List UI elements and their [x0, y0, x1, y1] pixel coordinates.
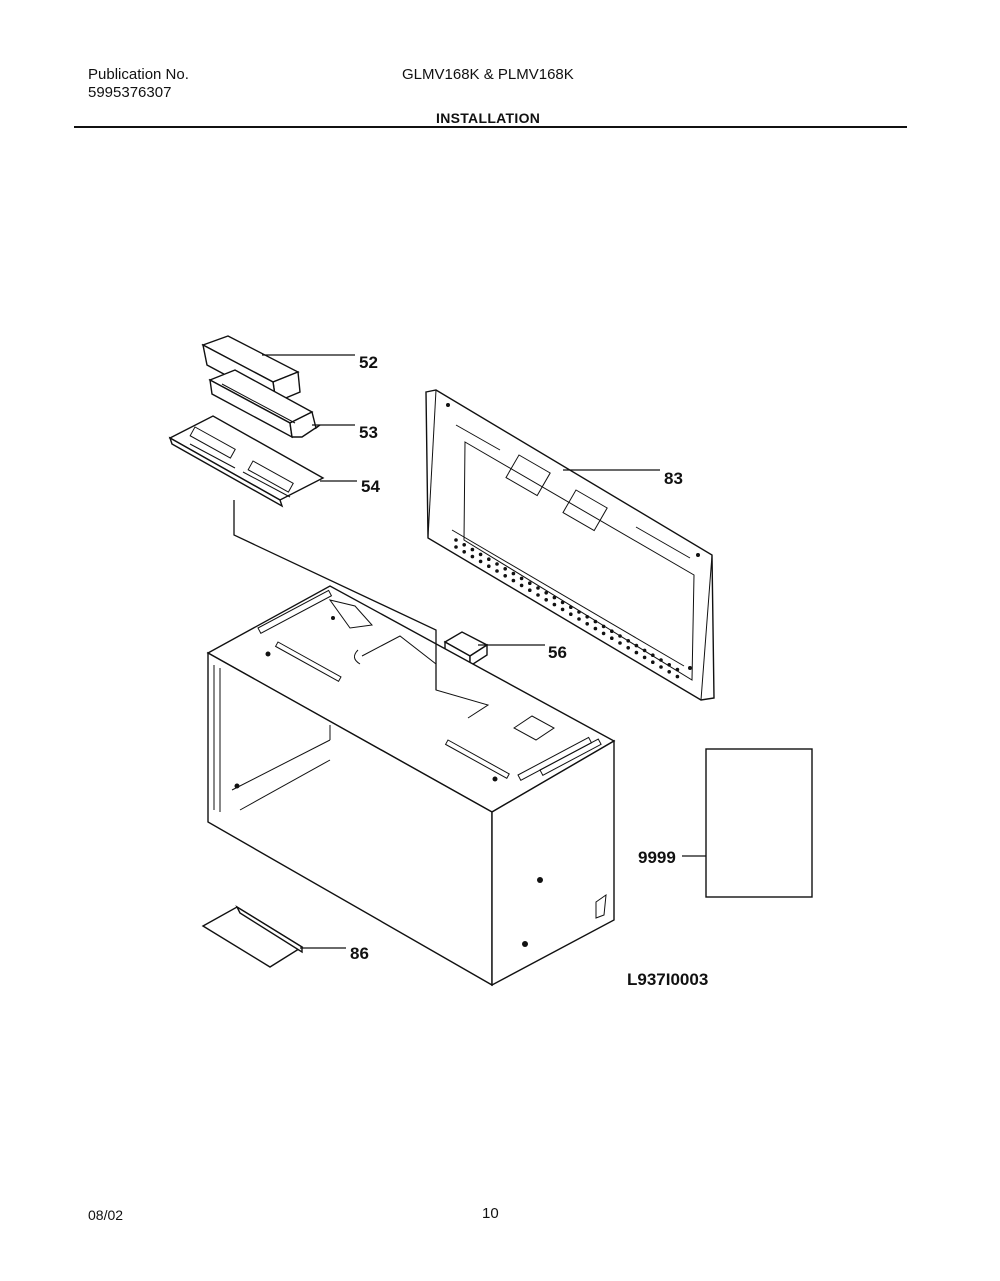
- vent-hole: [536, 593, 540, 597]
- vent-hole: [560, 607, 565, 612]
- vent-hole: [626, 646, 630, 650]
- vent-hole: [536, 586, 540, 590]
- vent-hole: [675, 667, 680, 672]
- vent-hole: [478, 552, 483, 557]
- vent-hole: [626, 639, 630, 643]
- vent-hole: [528, 588, 532, 592]
- vent-hole: [569, 605, 573, 609]
- vent-hole: [659, 658, 663, 662]
- vent-hole: [659, 665, 663, 669]
- vent-hole: [651, 660, 655, 664]
- part-54-mounting-plate: [168, 415, 325, 508]
- vent-hole: [593, 619, 598, 624]
- vent-hole: [454, 538, 458, 542]
- vent-hole: [487, 564, 491, 568]
- vent-hole: [601, 624, 606, 629]
- vent-hole: [544, 591, 548, 595]
- publication-number: 5995376307: [88, 84, 172, 101]
- part-83-vent-holes: [454, 538, 680, 679]
- callout-53: 53: [359, 423, 378, 442]
- vent-hole: [610, 636, 614, 640]
- vent-hole: [528, 581, 532, 585]
- vent-hole: [585, 615, 589, 619]
- part-9999-manual: [705, 748, 813, 898]
- vent-hole: [478, 559, 483, 564]
- callout-86: 86: [350, 944, 369, 963]
- vent-hole: [651, 653, 655, 657]
- vent-hole: [552, 602, 557, 607]
- vent-hole: [462, 550, 467, 554]
- publication-label: Publication No.: [88, 66, 189, 83]
- vent-hole: [470, 554, 475, 559]
- vent-hole: [618, 634, 622, 638]
- callout-54: 54: [361, 477, 380, 496]
- vent-hole: [618, 641, 622, 645]
- figure-code: L937I0003: [627, 970, 708, 989]
- header-rule: [74, 126, 907, 128]
- footer-date: 08/02: [88, 1207, 124, 1223]
- vent-hole: [577, 617, 581, 621]
- section-title: INSTALLATION: [436, 110, 541, 126]
- cabinet-walls: [207, 651, 615, 987]
- vent-hole: [511, 571, 516, 576]
- callout-83: 83: [664, 469, 683, 488]
- vent-hole: [462, 543, 467, 547]
- vent-hole: [519, 583, 524, 588]
- callout-9999: 9999: [638, 848, 676, 867]
- vent-hole: [495, 562, 499, 566]
- vent-hole: [511, 578, 516, 583]
- vent-hole: [667, 663, 671, 667]
- vent-hole: [675, 674, 680, 679]
- vent-hole: [503, 574, 508, 578]
- vent-hole: [470, 547, 475, 552]
- leader-lines: [233, 354, 706, 949]
- page-number: 10: [482, 1205, 499, 1222]
- callout-52: 52: [359, 353, 378, 372]
- vent-hole: [552, 595, 557, 600]
- vent-hole: [577, 610, 581, 614]
- vent-hole: [634, 643, 639, 648]
- vent-hole: [642, 655, 647, 660]
- model-numbers: GLMV168K & PLMV168K: [402, 66, 574, 83]
- vent-hole: [634, 650, 639, 655]
- vent-hole: [544, 598, 548, 602]
- vent-hole: [495, 569, 499, 573]
- part-86-parts-bag: [201, 905, 304, 968]
- vent-hole: [569, 612, 573, 616]
- vent-hole: [487, 557, 491, 561]
- vent-hole: [503, 567, 508, 571]
- vent-hole: [519, 576, 524, 581]
- vent-hole: [642, 648, 647, 653]
- vent-hole: [593, 626, 598, 631]
- vent-hole: [610, 629, 614, 633]
- vent-hole: [667, 670, 671, 674]
- vent-hole: [454, 545, 458, 549]
- vent-hole: [585, 622, 589, 626]
- callout-56: 56: [548, 643, 567, 662]
- vent-hole: [601, 631, 606, 636]
- part-83-wall-plate: [425, 389, 715, 701]
- vent-hole: [560, 600, 565, 605]
- part-53-damper-housing: [208, 369, 321, 439]
